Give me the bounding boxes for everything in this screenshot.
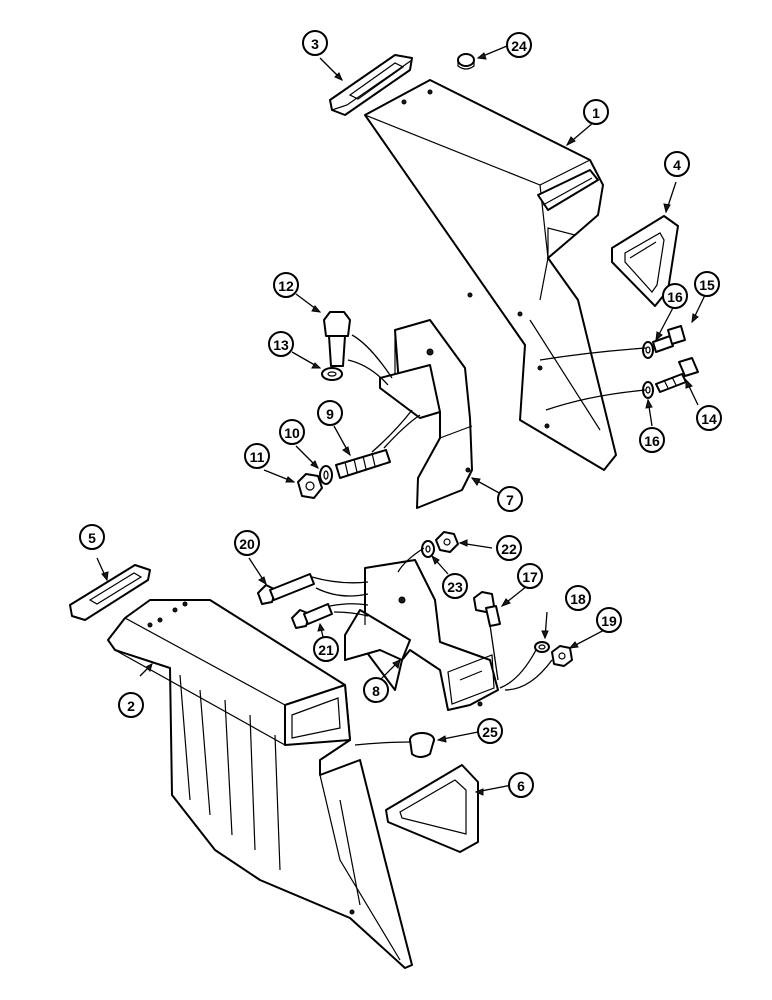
assembly-lines <box>311 334 647 746</box>
callout-15: 15 <box>694 271 720 297</box>
bolt-15 <box>652 325 686 353</box>
callout-14: 14 <box>696 405 722 431</box>
callout-label: 21 <box>318 642 334 658</box>
bolt-21 <box>291 603 333 629</box>
callout-label: 7 <box>506 492 514 508</box>
bolt-20 <box>257 573 315 605</box>
callout-1: 1 <box>583 99 609 125</box>
callout-label: 9 <box>326 406 334 422</box>
callout-9: 9 <box>317 400 343 426</box>
callout-label: 17 <box>522 569 538 585</box>
callout-label: 3 <box>311 36 319 52</box>
callout-13: 13 <box>268 331 294 357</box>
callout-5: 5 <box>79 524 105 550</box>
nut-19 <box>551 645 573 667</box>
bolt-14 <box>655 357 699 393</box>
callout-label: 15 <box>699 277 715 293</box>
lock-washer-13 <box>321 367 343 381</box>
plug-cap <box>457 53 475 70</box>
callout-label: 25 <box>482 724 498 740</box>
callout-label: 23 <box>447 579 463 595</box>
callout-label: 12 <box>278 278 294 294</box>
callout-22: 22 <box>496 535 522 561</box>
bushing-25 <box>409 732 435 758</box>
callout-7: 7 <box>497 486 523 512</box>
callout-label: 2 <box>127 698 135 714</box>
callout-4: 4 <box>664 151 690 177</box>
callout-24: 24 <box>506 32 532 58</box>
washer-18 <box>534 641 550 653</box>
callout-16-upper: 16 <box>662 283 688 309</box>
washer-10 <box>319 465 333 485</box>
callout-label: 16 <box>667 289 683 305</box>
callout-2: 2 <box>118 692 144 718</box>
bolt-17 <box>473 591 501 627</box>
upper-fender-panel <box>364 79 617 471</box>
callout-23: 23 <box>442 573 468 599</box>
nut-22 <box>435 531 459 553</box>
washer-23 <box>421 540 435 558</box>
callout-label: 22 <box>501 541 517 557</box>
callout-16-lower: 16 <box>639 427 665 453</box>
callout-6: 6 <box>508 772 534 798</box>
callout-arrows <box>96 45 707 796</box>
callout-3: 3 <box>302 30 328 56</box>
callout-11: 11 <box>244 443 270 469</box>
callout-12: 12 <box>273 272 299 298</box>
nut-11 <box>297 473 323 499</box>
callout-label: 11 <box>250 449 265 465</box>
callout-label: 20 <box>239 536 255 552</box>
callout-label: 10 <box>284 425 300 441</box>
upper-step-pad <box>329 54 413 116</box>
callout-label: 5 <box>88 530 96 546</box>
callout-label: 18 <box>570 591 586 607</box>
lower-bracket <box>344 559 499 711</box>
callout-label: 24 <box>511 38 527 54</box>
callout-label: 6 <box>517 778 525 794</box>
bolt-12 <box>323 311 351 367</box>
callout-25: 25 <box>477 718 503 744</box>
callout-17: 17 <box>517 563 543 589</box>
callout-label: 16 <box>644 433 660 449</box>
callout-label: 1 <box>592 105 600 121</box>
stud-9 <box>335 449 391 479</box>
callout-18: 18 <box>565 585 591 611</box>
callout-label: 13 <box>273 337 289 353</box>
callout-19: 19 <box>596 607 622 633</box>
callout-8: 8 <box>363 677 389 703</box>
callout-label: 8 <box>372 683 380 699</box>
washer-16-upper <box>642 341 654 359</box>
callout-label: 4 <box>673 157 681 173</box>
lower-handle-grip <box>385 764 479 853</box>
callout-label: 14 <box>701 411 717 427</box>
callout-21: 21 <box>313 636 339 662</box>
lower-fender-panel <box>107 599 413 969</box>
callout-20: 20 <box>234 530 260 556</box>
callout-label: 19 <box>601 613 617 629</box>
callout-10: 10 <box>279 419 305 445</box>
lower-step-pad <box>69 564 151 621</box>
upper-bracket <box>379 319 473 509</box>
